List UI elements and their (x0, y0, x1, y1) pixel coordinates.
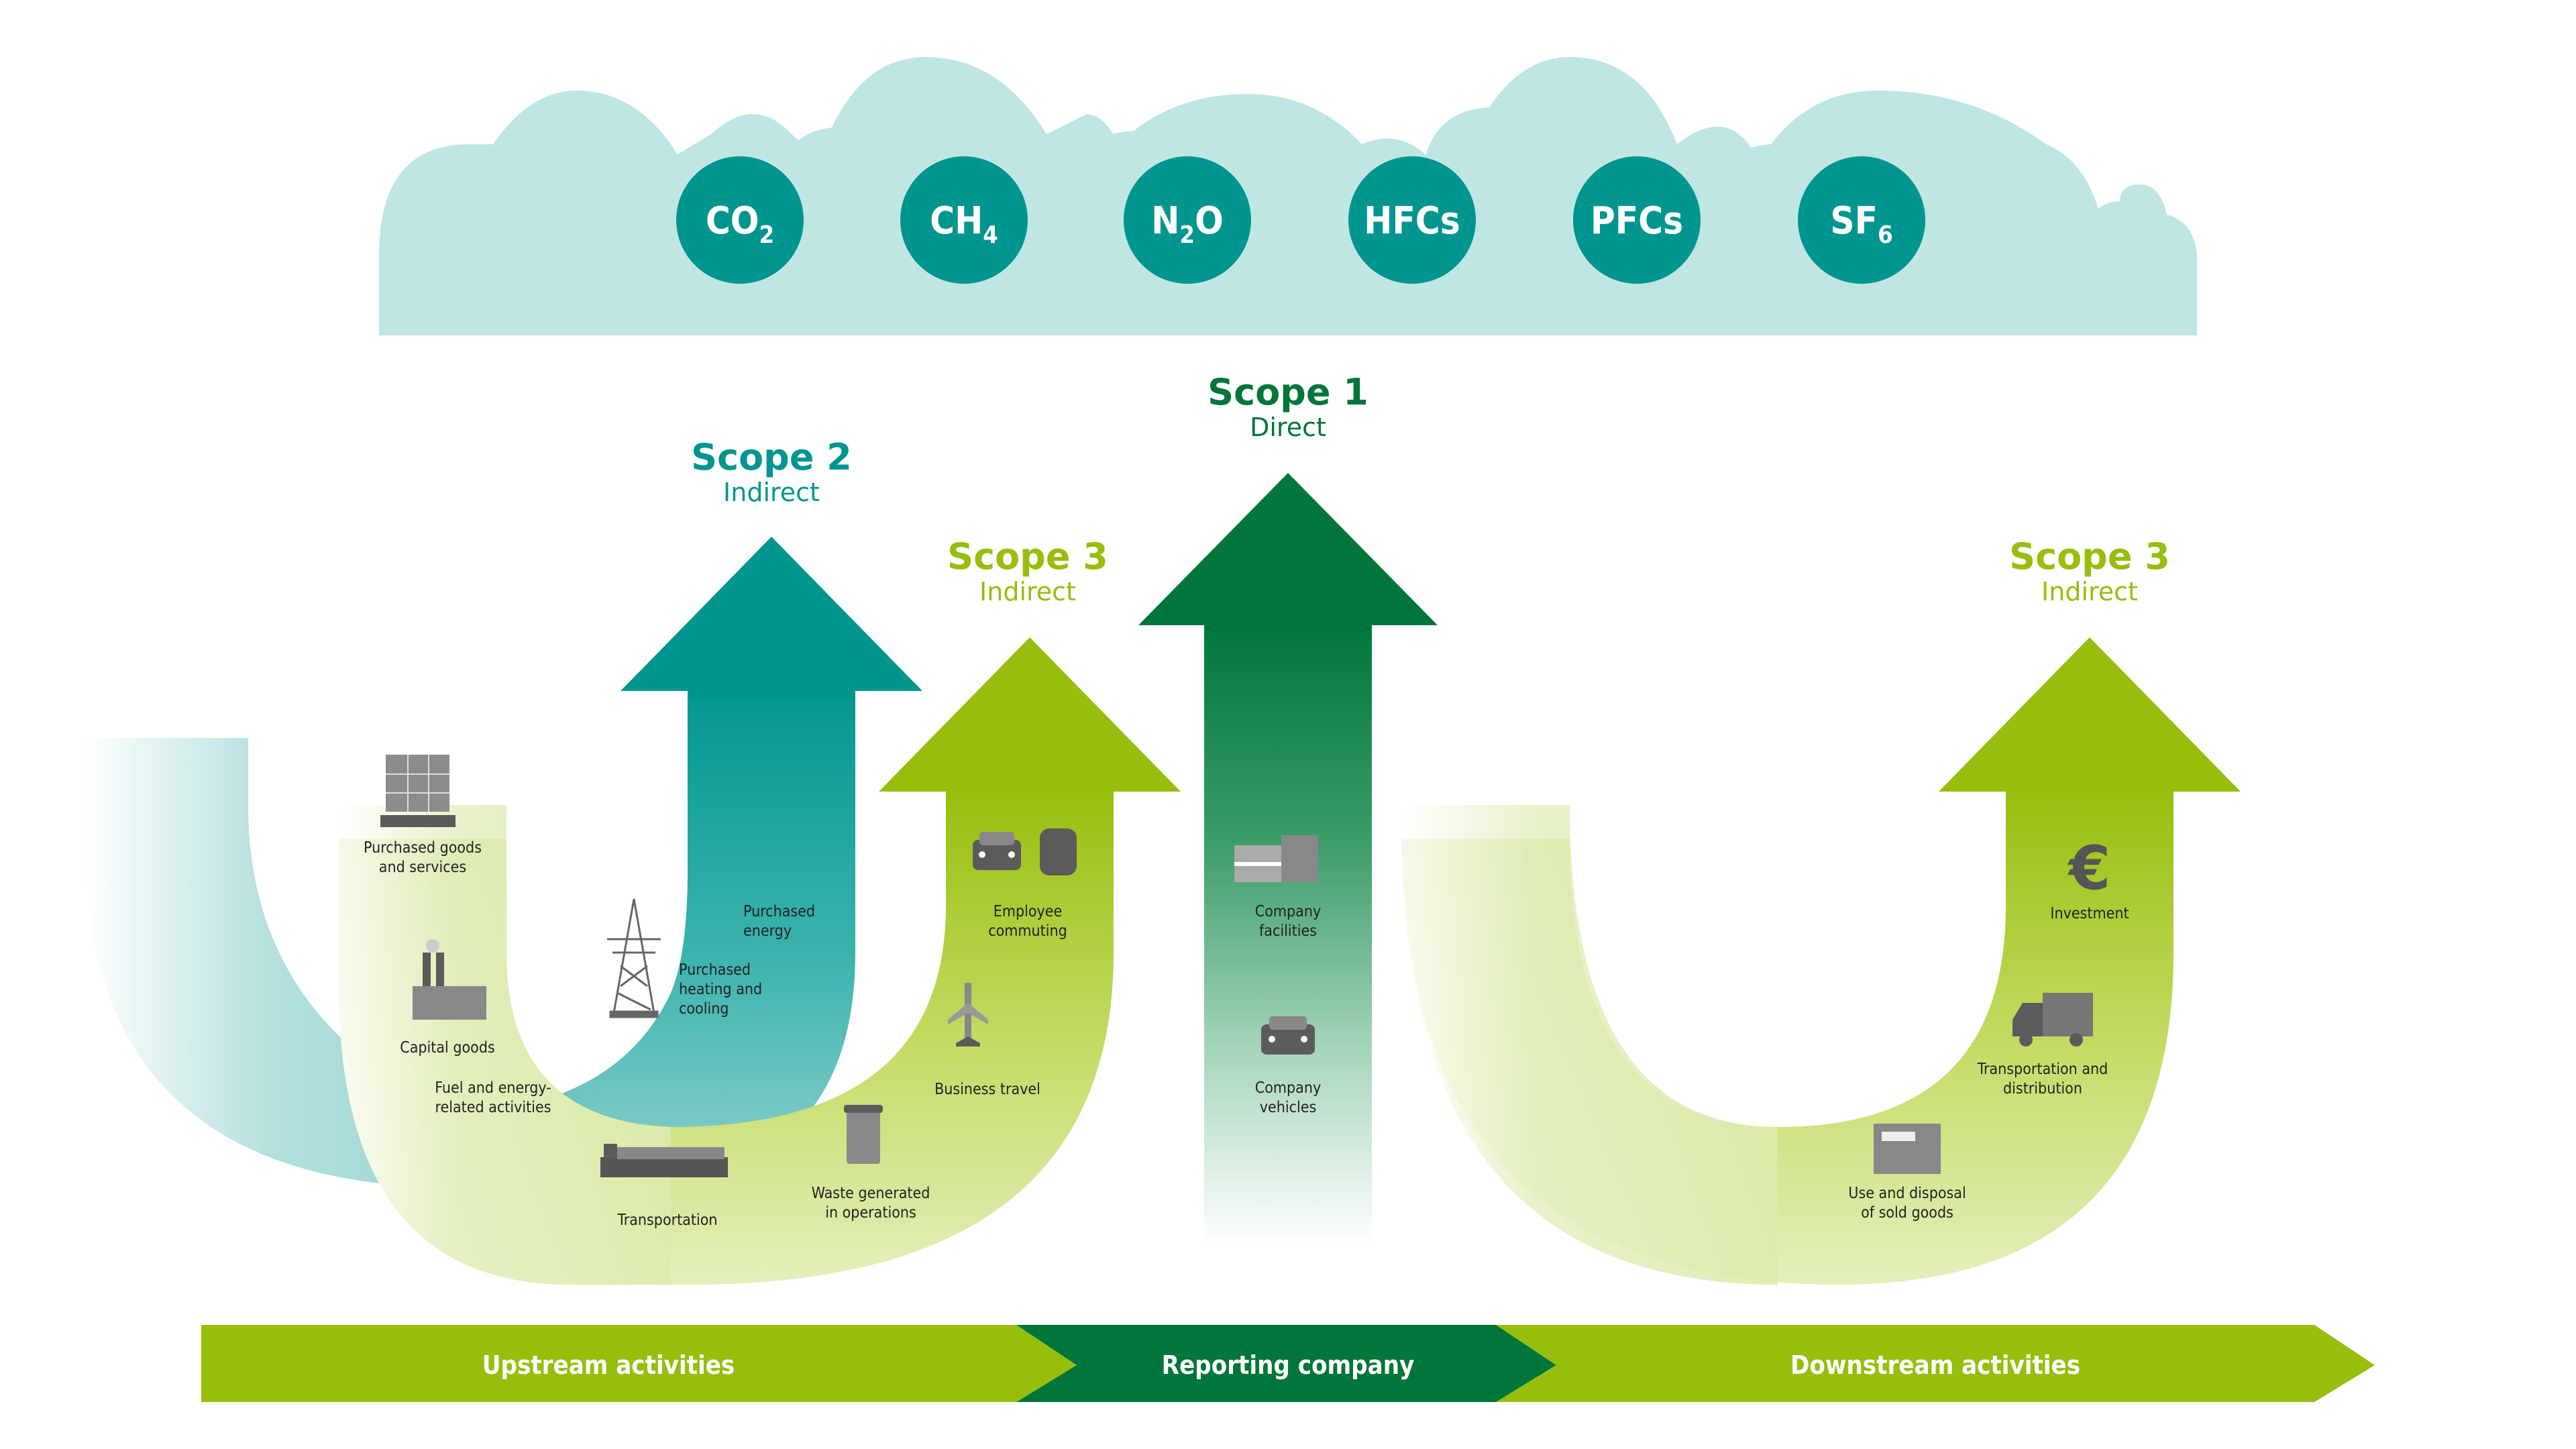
scope2-title-text: Scope 2 (691, 436, 852, 478)
gas-label: N2O (1151, 199, 1224, 249)
label-capital-goods: Capital goods (400, 1039, 495, 1057)
label-fuel-energy: Fuel and energy- related activities (435, 1079, 551, 1116)
cloud-6 (2080, 184, 2197, 335)
factory-icon (413, 939, 486, 1020)
scope2-arrow-neck (688, 688, 855, 701)
pallet-boxes-icon (380, 755, 455, 827)
gas-label: CH4 (930, 199, 998, 249)
scope3-upstream-title: Scope 3 Indirect (947, 535, 1108, 607)
band-label-reporting: Reporting company (1161, 1350, 1415, 1380)
scope2-subtitle: Indirect (723, 478, 820, 507)
appliance-icon (1874, 1124, 1941, 1174)
gas-label: HFCs (1364, 199, 1460, 243)
label-company-vehicles: Company vehicles (1254, 1079, 1322, 1116)
car-train-icon (973, 828, 1077, 875)
gas-label: PFCs (1591, 199, 1683, 243)
gas-circle: HFCs (1348, 156, 1476, 284)
gas-circle: CH4 (900, 156, 1028, 284)
power-pylon-icon (607, 898, 661, 1018)
trash-can-icon (844, 1105, 883, 1164)
scope3-upstream-subtitle: Indirect (979, 577, 1076, 606)
scope1-arrow-shaft (1204, 621, 1372, 1244)
scope3-downstream-title-text: Scope 3 (2009, 535, 2170, 578)
airplane-icon (948, 983, 988, 1046)
scope3-downstream-leftfade (1402, 805, 1778, 1285)
scope1-title: Scope 1 Direct (1208, 371, 1368, 443)
cargo-ship-icon (600, 1144, 728, 1177)
gas-circle: CO2 (676, 156, 804, 284)
scope2-arrowhead (621, 537, 922, 691)
truck-icon (2012, 993, 2093, 1046)
label-purchased-heating: Purchased heating and cooling (679, 961, 763, 1018)
scope3-upstream-title-text: Scope 3 (947, 535, 1108, 578)
scope2-title: Scope 2 Indirect (691, 436, 852, 508)
scope3-downstream-arrowhead (1939, 637, 2241, 792)
band-label-upstream: Upstream activities (482, 1350, 735, 1380)
reporting-band (1016, 1325, 1556, 1402)
gas-circles: CO2 CH4 N2O HFCs PFCs SF6 (676, 156, 1925, 284)
label-use-disposal: Use and disposal of sold goods (1848, 1185, 1966, 1222)
gas-circle-bg (1798, 156, 1925, 284)
gas-label: CO2 (706, 199, 774, 249)
label-company-facilities: Company facilities (1254, 903, 1322, 940)
label-transport-distribution: Transportation and distribution (1977, 1061, 2108, 1097)
label-employee-commuting: Employee commuting (988, 903, 1067, 940)
gas-circle-bg (1348, 156, 1476, 284)
gas-circle: N2O (1124, 156, 1251, 284)
gas-circle-bg (1573, 156, 1701, 284)
scope1-subtitle: Direct (1250, 413, 1326, 442)
value-chain-band (201, 1325, 2375, 1402)
upstream-band (201, 1325, 1077, 1402)
scope2-arrow (456, 678, 855, 1187)
car-icon (1261, 1016, 1315, 1055)
scope3-downstream-subtitle: Indirect (2041, 577, 2138, 606)
gas-circle-bg (1124, 156, 1251, 284)
label-waste: Waste generated in operations (811, 1185, 930, 1222)
gas-circle-bg (676, 156, 804, 284)
gas-circle: SF6 (1798, 156, 1925, 284)
euro-icon: € (2068, 833, 2111, 904)
cloud-bank (379, 57, 2197, 335)
label-purchased-energy: Purchased energy (743, 903, 816, 940)
gas-circle-bg (900, 156, 1028, 284)
scope3-upstream-arrowhead (879, 637, 1181, 792)
scope3-upstream-leftfade (339, 805, 671, 1285)
label-purchased-goods: Purchased goods and services (364, 839, 482, 876)
scope1-arrowhead (1138, 473, 1438, 625)
gas-circle: PFCs (1573, 156, 1701, 284)
gas-label: SF6 (1830, 199, 1892, 249)
building-icon (1234, 835, 1318, 882)
downstream-band (1496, 1325, 2375, 1402)
label-investment: Investment (2050, 905, 2129, 922)
scope3-downstream-title: Scope 3 Indirect (2009, 535, 2170, 607)
scope1-title-text: Scope 1 (1208, 371, 1368, 413)
label-business-travel: Business travel (934, 1081, 1040, 1098)
label-transportation: Transportation (617, 1212, 718, 1229)
band-label-downstream: Downstream activities (1790, 1350, 2081, 1380)
